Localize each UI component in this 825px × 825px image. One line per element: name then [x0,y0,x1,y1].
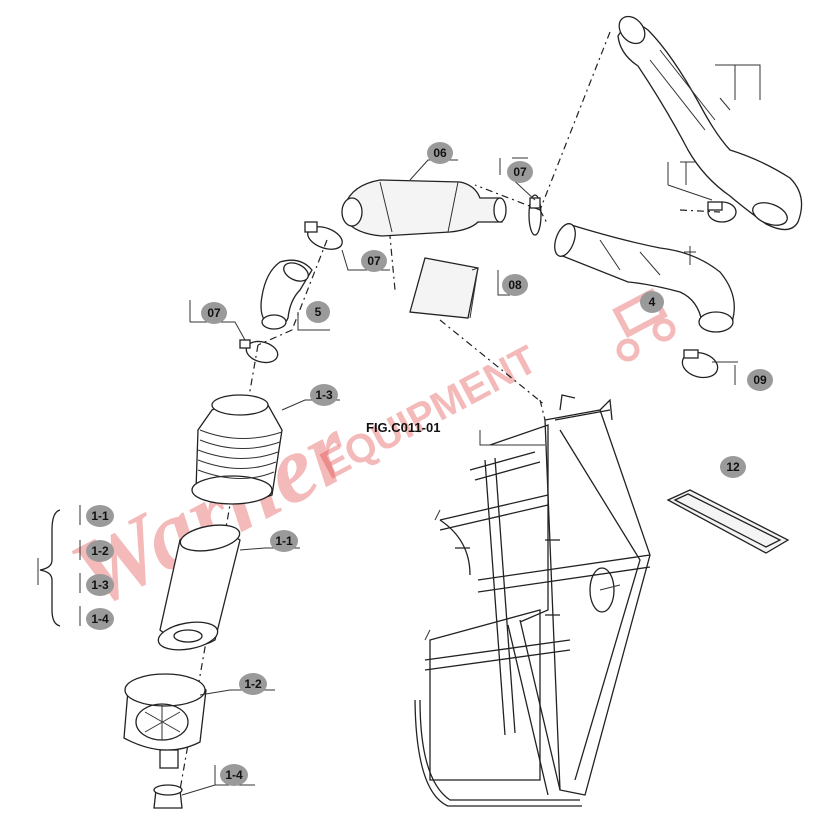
part-10-clamp [667,161,737,223]
callout-4: 4 [640,291,664,313]
part-11-upper-hose [617,15,803,231]
watermark: Warner EQUIPMENT [55,288,676,629]
callout-07-upper-label: 07 [513,165,527,179]
callout-5-label: 5 [315,305,322,319]
callout-09: 09 [747,369,773,391]
callout-1-1: 1-1 [270,530,298,552]
part-1-3-bellows [191,394,340,505]
callout-07-middle: 07 [361,250,387,272]
callout-group-1-4-label: 1-4 [91,612,109,626]
callout-06: 06 [427,142,453,164]
group-bracket [37,505,81,627]
part-1-2-housing [123,673,275,751]
callout-1-2: 1-2 [239,673,267,695]
callout-07-lower: 07 [201,302,227,324]
callout-07-lower-label: 07 [207,306,221,320]
callout-12-label: 12 [726,460,740,474]
watermark-block: EQUIPMENT [314,337,545,487]
callout-group-1-2: 1-2 [86,540,114,562]
part-09-clamp [681,349,738,385]
callout-1-3: 1-3 [310,384,338,406]
part-08-plate [409,257,510,319]
callout-4-label: 4 [649,295,656,309]
callout-1-4-label: 1-4 [225,768,243,782]
part-1-4-valve [153,749,255,809]
callout-5: 5 [306,301,330,323]
part-06-elbow [341,159,507,237]
part-04-hose [554,223,735,333]
callout-1-4: 1-4 [220,764,248,786]
callout-06-label: 06 [433,146,447,160]
part-1-1-filter [157,524,300,651]
callout-group-1-1: 1-1 [86,505,114,527]
callout-08-label: 08 [508,278,522,292]
part-12-strap [666,489,790,554]
callout-group-1-4: 1-4 [86,608,114,630]
part-07-clamp-upper [499,157,542,236]
callout-12: 12 [720,456,746,478]
part-05-elbow [260,259,330,331]
callout-1-1-label: 1-1 [275,534,293,548]
part-07-clamp-lower [189,300,279,364]
callout-07-upper: 07 [507,161,533,183]
callout-group-1-2-label: 1-2 [91,544,109,558]
frame-assembly [414,394,651,807]
callout-group-1-1-label: 1-1 [91,509,109,523]
callout-1-3-label: 1-3 [315,388,333,402]
callout-1-2-label: 1-2 [244,677,262,691]
figure-label: FIG.C011-01 [366,420,440,435]
callout-09-label: 09 [753,373,767,387]
callout-group-1-3-label: 1-3 [91,578,109,592]
callout-07-middle-label: 07 [367,254,381,268]
callout-08: 08 [502,274,528,296]
callout-group-1-3: 1-3 [86,574,114,596]
